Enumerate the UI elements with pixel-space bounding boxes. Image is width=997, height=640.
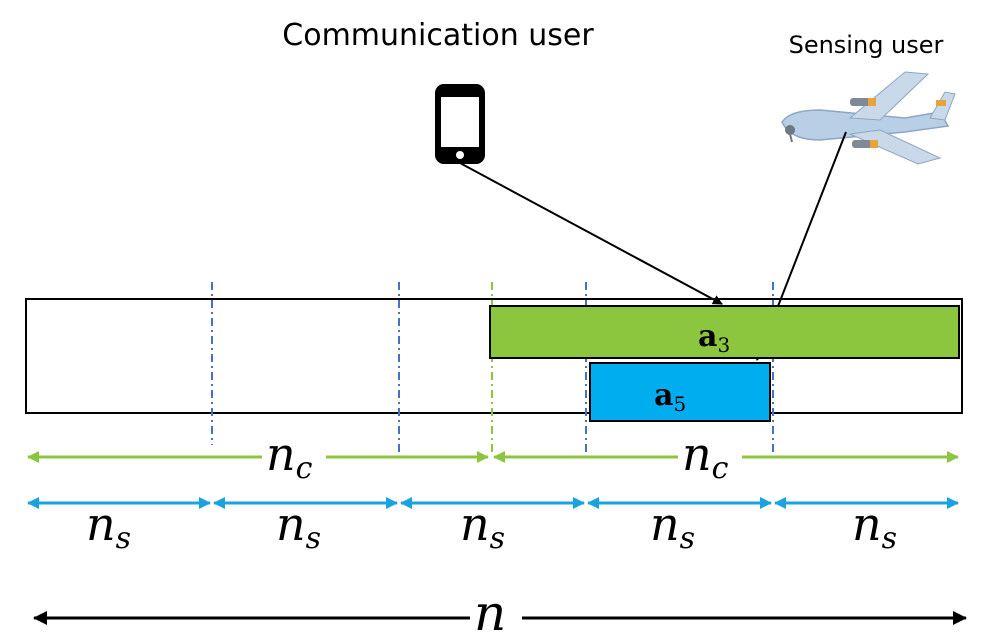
ns-label-2: ns (276, 497, 321, 556)
comm-block-label: a3 (698, 319, 730, 357)
comm-block-a3 (489, 305, 960, 359)
ns-label-5: ns (852, 497, 897, 556)
sense-block-a5 (589, 362, 771, 422)
ns-label-4: ns (650, 497, 695, 556)
sense-block-label: a5 (654, 378, 686, 416)
drone-icon (781, 71, 956, 165)
n-label: n (474, 584, 506, 640)
nc-label-1: nc (266, 427, 313, 486)
communication-user-label: Communication user (282, 18, 594, 53)
resource-frame (25, 298, 963, 414)
sensing-user-label: Sensing user (789, 31, 944, 59)
block-dividers (211, 282, 774, 455)
ns-label-1: ns (86, 497, 131, 556)
nc-label-2: nc (682, 427, 729, 486)
communication-link-arrow (459, 162, 723, 305)
smartphone-icon (435, 84, 485, 164)
ns-label-3: ns (460, 497, 505, 556)
